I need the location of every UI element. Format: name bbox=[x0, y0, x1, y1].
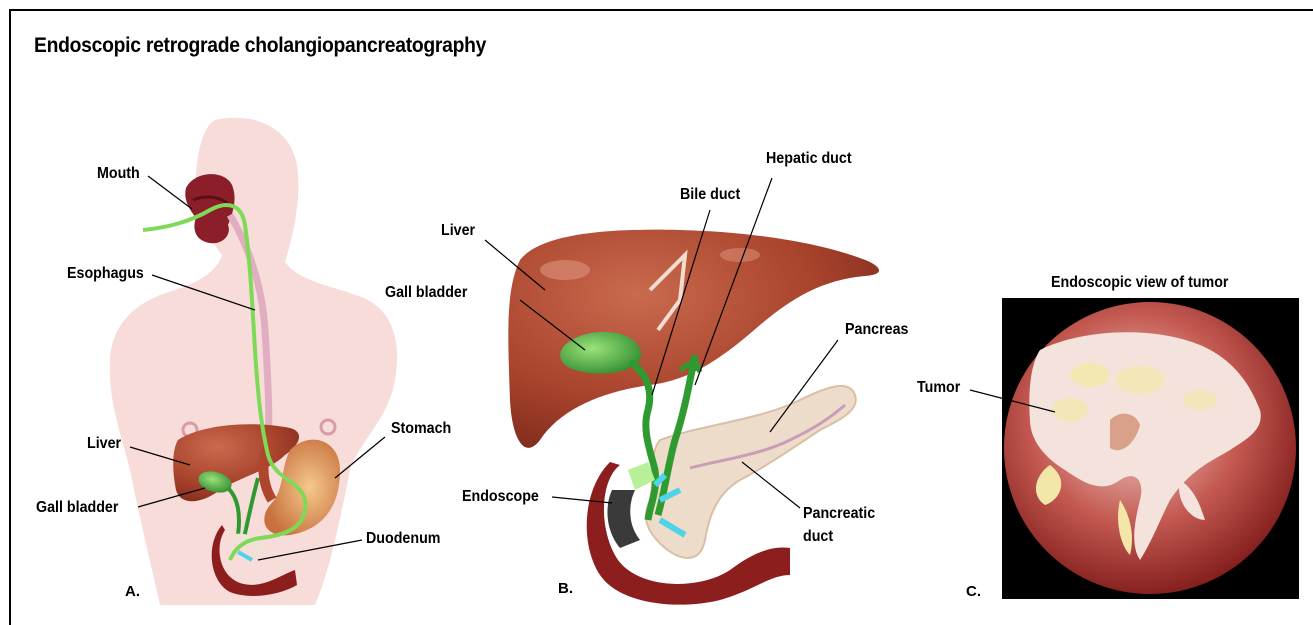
body-silhouette bbox=[110, 118, 397, 605]
label-mouth: Mouth bbox=[97, 165, 140, 183]
label-pancreatic-duct-line1: Pancreatic bbox=[803, 505, 875, 523]
label-gall-bladder-b: Gall bladder bbox=[385, 284, 467, 302]
label-tumor: Tumor bbox=[917, 379, 960, 397]
label-stomach: Stomach bbox=[391, 420, 451, 438]
label-pancreatic-duct-line2: duct bbox=[803, 528, 833, 546]
label-pancreas: Pancreas bbox=[845, 321, 908, 339]
endoscope-b bbox=[607, 490, 640, 548]
label-endoscope: Endoscope bbox=[462, 488, 539, 506]
label-duodenum: Duodenum bbox=[366, 530, 440, 548]
label-hepatic-duct: Hepatic duct bbox=[766, 150, 852, 168]
label-gall-bladder-a: Gall bladder bbox=[36, 499, 118, 517]
label-liver-a: Liver bbox=[87, 435, 121, 453]
panel-a-letter: A. bbox=[125, 583, 140, 600]
panel-c-letter: C. bbox=[966, 583, 981, 600]
label-liver-b: Liver bbox=[441, 222, 475, 240]
panel-b-art bbox=[508, 230, 879, 605]
caption-endoscopic-view: Endoscopic view of tumor bbox=[1051, 274, 1228, 292]
panel-a-art bbox=[110, 118, 397, 605]
panel-b-letter: B. bbox=[558, 580, 573, 597]
label-esophagus: Esophagus bbox=[67, 265, 144, 283]
label-bile-duct: Bile duct bbox=[680, 186, 740, 204]
panel-c-art bbox=[1002, 298, 1299, 599]
